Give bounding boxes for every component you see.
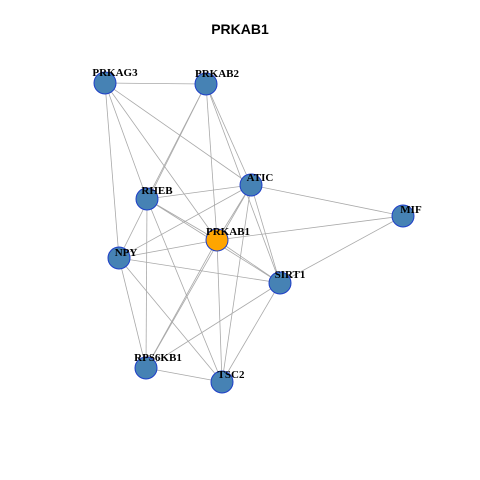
edge-atic-npy	[118, 184, 252, 259]
node-mif[interactable]	[391, 204, 415, 228]
edge-prkab2-npy	[118, 83, 207, 259]
edge-prkag3-atic	[104, 82, 252, 186]
edge-prkag3-npy	[104, 82, 120, 259]
edge-prkab1-rps6kb1	[145, 239, 218, 369]
edge-atic-tsc2	[221, 184, 252, 383]
edge-rheb-atic	[146, 184, 252, 200]
node-label-prkab1: PRKAB1	[206, 226, 250, 238]
edge-prkab1-tsc2	[216, 239, 223, 383]
node-atic[interactable]	[239, 173, 263, 197]
node-label-sirt1: SIRT1	[275, 269, 306, 281]
node-label-mif: MIF	[400, 204, 422, 216]
edge-rps6kb1-tsc2	[145, 367, 223, 383]
node-npy[interactable]	[107, 246, 131, 270]
edge-mif-prkab1	[216, 215, 404, 241]
node-tsc2[interactable]	[210, 370, 234, 394]
node-label-tsc2: TSC2	[218, 369, 245, 381]
node-prkag3[interactable]	[93, 71, 117, 95]
edge-prkab1-npy	[118, 239, 218, 259]
edge-sirt1-tsc2	[221, 282, 281, 383]
edge-rheb-prkab1	[146, 198, 218, 241]
node-label-prkab2: PRKAB2	[195, 68, 240, 80]
graph-title: PRKAB1	[211, 21, 269, 37]
node-sirt1[interactable]	[268, 271, 292, 295]
edge-prkag3-rheb	[104, 82, 148, 200]
edge-mif-sirt1	[279, 215, 404, 284]
edge-npy-tsc2	[118, 257, 223, 383]
node-label-npy: NPY	[115, 247, 138, 259]
node-prkab2[interactable]	[194, 72, 218, 96]
node-label-rps6kb1: RPS6KB1	[134, 352, 182, 364]
edge-rheb-rps6kb1	[145, 198, 148, 369]
edges-layer	[104, 82, 404, 383]
node-prkab1[interactable]	[205, 228, 229, 252]
node-label-prkag3: PRKAG3	[92, 67, 138, 79]
edge-prkag3-prkab2	[104, 82, 207, 85]
edge-rheb-tsc2	[146, 198, 223, 383]
edge-npy-sirt1	[118, 257, 281, 284]
node-rps6kb1[interactable]	[134, 356, 158, 380]
edge-prkab2-atic	[205, 83, 252, 186]
edge-prkag3-prkab1	[104, 82, 218, 241]
edge-prkab1-sirt1	[216, 239, 281, 284]
edge-prkab2-prkab1	[205, 83, 218, 241]
edge-npy-rps6kb1	[118, 257, 147, 369]
edge-atic-mif	[250, 184, 404, 217]
edge-sirt1-rps6kb1	[145, 282, 281, 369]
node-label-atic: ATIC	[247, 172, 274, 184]
nodes-layer	[93, 71, 415, 394]
edge-atic-rps6kb1	[145, 184, 252, 369]
node-label-rheb: RHEB	[141, 185, 173, 197]
node-rheb[interactable]	[135, 187, 159, 211]
